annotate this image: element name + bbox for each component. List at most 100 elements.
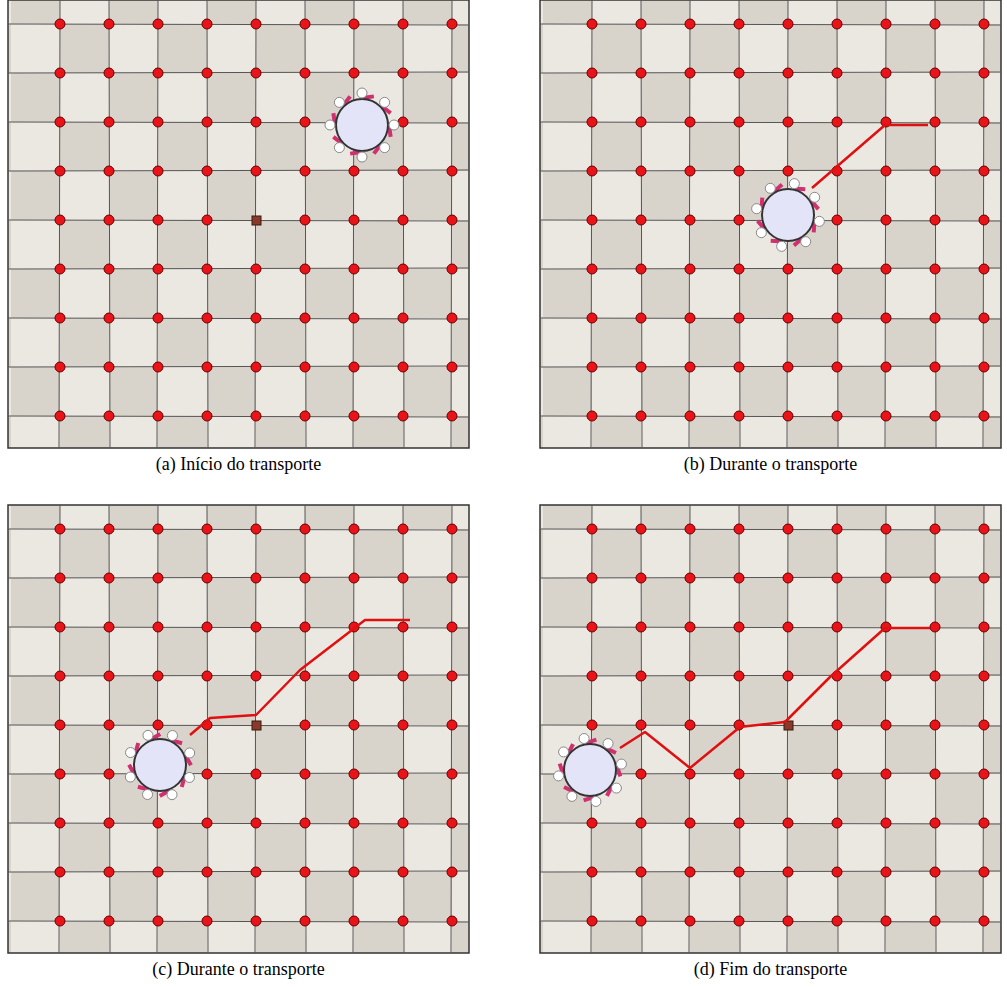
grid-node <box>832 867 842 877</box>
grid-node <box>930 411 940 421</box>
grid-node <box>783 362 793 372</box>
grid-node <box>153 671 163 681</box>
grid-node <box>734 362 744 372</box>
grid-node <box>979 68 989 78</box>
grid-node <box>587 411 597 421</box>
grid-node <box>300 671 310 681</box>
grid-node <box>300 362 310 372</box>
grid-node <box>104 117 114 127</box>
grid-node <box>104 68 114 78</box>
grid-node <box>783 573 793 583</box>
grid-node <box>251 19 261 29</box>
grid-node <box>55 313 65 323</box>
grid-node <box>685 573 695 583</box>
grid-node <box>979 769 989 779</box>
grid-node <box>685 264 695 274</box>
grid-node <box>783 622 793 632</box>
grid-node <box>587 68 597 78</box>
grid-node <box>349 720 359 730</box>
grid-node <box>636 818 646 828</box>
grid-node <box>734 671 744 681</box>
grid-node <box>783 867 793 877</box>
grid-node <box>783 264 793 274</box>
grid-node <box>979 867 989 877</box>
grid-node <box>153 362 163 372</box>
grid-node <box>447 166 457 176</box>
grid-node <box>783 411 793 421</box>
grid-node <box>783 671 793 681</box>
grid-node <box>979 524 989 534</box>
grid-node <box>685 720 695 730</box>
robot <box>184 772 194 782</box>
grid-node <box>587 622 597 632</box>
grid-node <box>636 524 646 534</box>
grid-node <box>300 117 310 127</box>
grid-node <box>300 622 310 632</box>
robot <box>357 88 367 98</box>
grid-node <box>55 867 65 877</box>
grid-node <box>881 362 891 372</box>
robot <box>801 237 811 247</box>
grid-node <box>783 166 793 176</box>
grid-node <box>349 916 359 926</box>
target-marker <box>252 216 261 225</box>
grid-node <box>153 622 163 632</box>
grid-node <box>832 524 842 534</box>
payload-object <box>564 744 616 796</box>
grid-node <box>832 411 842 421</box>
grid-node <box>587 720 597 730</box>
grid-node <box>202 867 212 877</box>
grid-node <box>55 68 65 78</box>
grid-node <box>832 720 842 730</box>
grid-node <box>202 313 212 323</box>
grid-node <box>55 166 65 176</box>
grid-node <box>930 524 940 534</box>
grid-node <box>881 313 891 323</box>
grid-node <box>104 916 114 926</box>
grid-node <box>398 362 408 372</box>
grid-node <box>398 720 408 730</box>
grid-node <box>300 19 310 29</box>
grid-node <box>587 19 597 29</box>
grid-node <box>104 215 114 225</box>
grid-node <box>881 573 891 583</box>
robot <box>125 772 135 782</box>
grid-node <box>104 769 114 779</box>
grid-node <box>300 524 310 534</box>
grid-node <box>153 117 163 127</box>
grid-node <box>300 916 310 926</box>
grid-node <box>398 117 408 127</box>
grid-node <box>104 818 114 828</box>
grid-node <box>300 313 310 323</box>
grid-node <box>251 362 261 372</box>
grid-node <box>398 215 408 225</box>
grid-node <box>349 818 359 828</box>
grid-node <box>300 215 310 225</box>
trajectory <box>190 620 410 735</box>
arena-panel <box>540 0 1001 448</box>
grid-node <box>587 117 597 127</box>
grid-node <box>930 313 940 323</box>
grid-node <box>398 411 408 421</box>
floor <box>540 0 1001 448</box>
grid-node <box>734 117 744 127</box>
grid-node <box>930 916 940 926</box>
grid-node <box>734 818 744 828</box>
grid-node <box>202 68 212 78</box>
robot <box>814 216 824 226</box>
grid-node <box>398 916 408 926</box>
grid-node <box>685 524 695 534</box>
grid-node <box>202 411 212 421</box>
grid-node <box>734 769 744 779</box>
grid-node <box>104 524 114 534</box>
grid-node <box>734 411 744 421</box>
grid-node <box>55 818 65 828</box>
grid-node <box>881 524 891 534</box>
grid-node <box>398 166 408 176</box>
arena-panel <box>8 505 469 953</box>
robot <box>185 748 195 758</box>
grid-node <box>251 671 261 681</box>
grid-node <box>153 411 163 421</box>
robot <box>334 143 344 153</box>
